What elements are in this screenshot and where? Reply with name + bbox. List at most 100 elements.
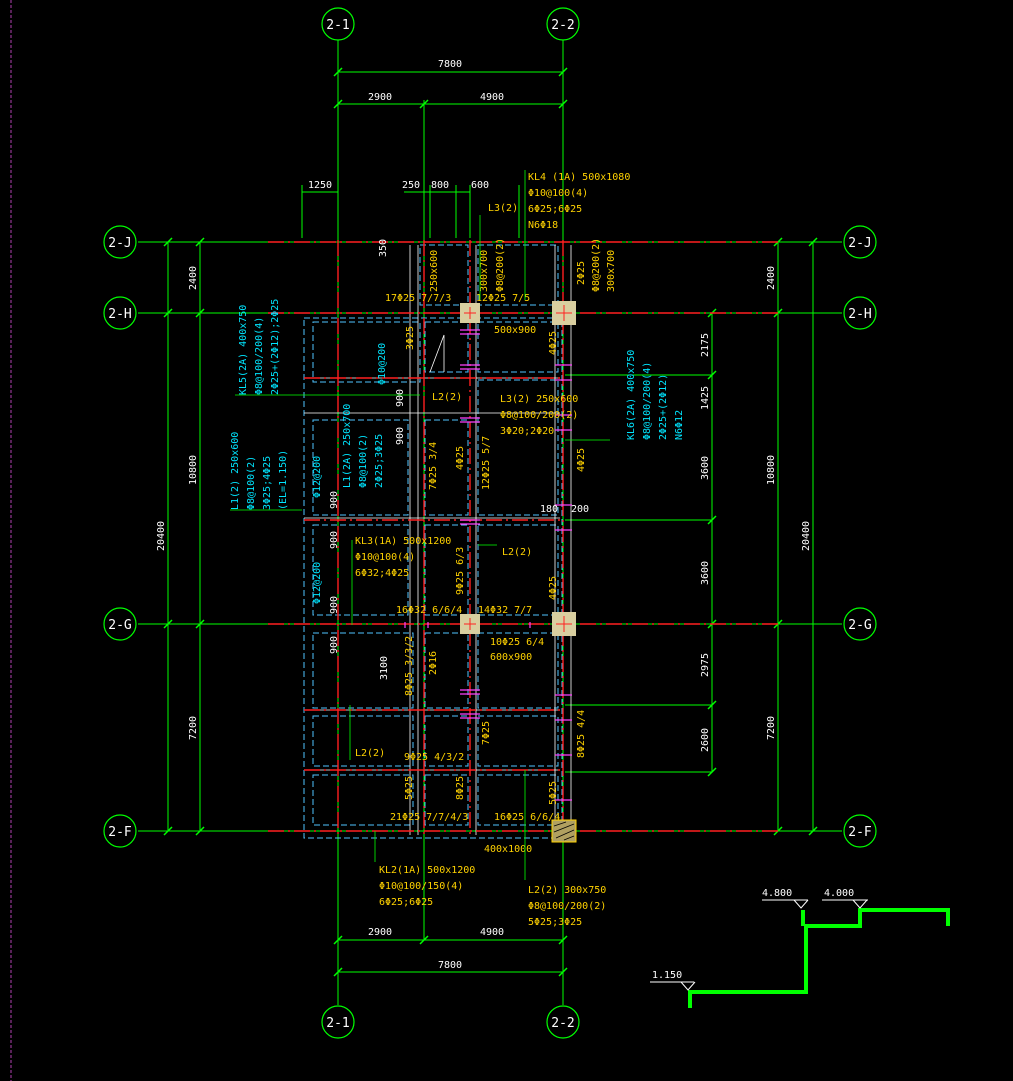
label-v-7-25: 7Φ25 3/4 (428, 442, 439, 490)
label-l1-1: L1(2) 250x600 (230, 432, 241, 510)
label-v-12-200b: Φ12@200 (312, 562, 323, 604)
leader-lines (230, 170, 610, 880)
label-kl6-1: KL6(2A) 400x750 (626, 350, 637, 440)
label-v-8-200-300: Φ8@200(2) (591, 238, 602, 292)
label-l1-2a-1: L1(2A) 250x700 (342, 404, 353, 488)
label-kl2-1: KL2(1A) 500x1200 (379, 865, 475, 876)
label-v-8-200: Φ8@200(2) (495, 238, 506, 292)
label-r9-25: 9Φ25 4/3/2 (404, 752, 464, 763)
label-v-8-25c: 8Φ25 4/4 (576, 710, 587, 758)
label-r12top: 12Φ25 7/5 (476, 293, 530, 304)
dim-bottom-left: 2900 (368, 927, 392, 938)
label-kl4-4: N6Φ18 (528, 220, 558, 231)
label-l3-top: L3(2) (488, 203, 518, 214)
beam-centerlines (268, 240, 780, 838)
label-kl3-2: Φ10@100(4) (355, 552, 415, 563)
columns (460, 301, 577, 843)
grid-label-right-g: 2-G (848, 618, 872, 633)
grid-label-right-f: 2-F (848, 825, 872, 840)
label-v-8-25b: 8Φ25 (455, 776, 466, 800)
label-r16-32: 16Φ32 6/6/4 (396, 605, 462, 616)
label-l2-bottom-2: Φ8@100/200(2) (528, 901, 606, 912)
dim-right-20400: 20400 (801, 521, 812, 551)
grid-label-right-h: 2-H (848, 307, 871, 322)
elevation-4000: 4.000 (824, 888, 854, 899)
label-v-7-25b: 7Φ25 (481, 721, 492, 745)
label-l2-a: L2(2) (432, 392, 462, 403)
dim-900-e: 900 (329, 596, 340, 614)
dim-right-10800: 10800 (766, 455, 777, 485)
dim-right-2600: 2600 (700, 728, 711, 752)
dimension-lines (167, 71, 814, 973)
label-l1-2a-2: Φ8@100(2) (358, 434, 369, 488)
beam-outlines-white (304, 245, 572, 835)
dim-top-left: 2900 (368, 92, 392, 103)
label-kl4-1: KL4 (1A) 500x1080 (528, 172, 630, 183)
label-kl3-1: KL3(1A) 500x1200 (355, 536, 451, 547)
axis-lines (138, 40, 842, 1005)
dim-left-10800: 10800 (188, 455, 199, 485)
label-kl5-1: KL5(2A) 400x750 (238, 305, 249, 395)
label-v-12-200: Φ12@200 (312, 456, 323, 498)
label-l2-c: L2(2) (355, 748, 385, 759)
label-v-4-25-a: 4Φ25 (548, 331, 559, 355)
label-kl4-2: Φ10@100(4) (528, 188, 588, 199)
dim-bottom-right: 4900 (480, 927, 504, 938)
dim-200: 200 (571, 504, 589, 515)
label-l3-mid-1: L3(2) 250x600 (500, 394, 578, 405)
label-600x900: 600x900 (490, 652, 532, 663)
label-400x1000: 400x1000 (484, 844, 532, 855)
grid-label-left-h: 2-H (108, 307, 131, 322)
label-v-4-25-d: 4Φ25 (548, 576, 559, 600)
label-l3-mid-3: 3Φ20;2Φ20 (500, 426, 554, 437)
grid-label-top-1: 2-1 (326, 18, 349, 33)
label-kl4-3: 6Φ25;6Φ25 (528, 204, 582, 215)
dim-right-7200: 7200 (766, 716, 777, 740)
label-v-9-25: 9Φ25 6/3 (455, 547, 466, 595)
dim-900-c: 900 (329, 491, 340, 509)
label-v-2-16: 2Φ16 (428, 651, 439, 675)
label-kl6-4: N6Φ12 (674, 410, 685, 440)
grid-bubbles (103, 7, 877, 1039)
dim-right-3600b: 3600 (700, 561, 711, 585)
label-r14-32: 14Φ32 7/7 (478, 605, 532, 616)
beam-outlines-dashed (303, 244, 563, 839)
grid-label-bottom-2: 2-2 (551, 1016, 574, 1031)
dim-right-3600a: 3600 (700, 456, 711, 480)
label-l2-bottom-1: L2(2) 300x750 (528, 885, 606, 896)
dim-left-7200: 7200 (188, 716, 199, 740)
label-v-4-25-b: 4Φ25 (455, 446, 466, 470)
label-kl5-2: Φ8@100/200(4) (254, 317, 265, 395)
label-r21: 21Φ25 7/7/4/3 (390, 812, 468, 823)
elevation-profile: 4.800 4.000 1.150 (650, 888, 950, 1008)
dim-900-b: 900 (395, 427, 406, 445)
label-l1-2: Φ8@100(2) (246, 456, 257, 510)
grid-label-top-2: 2-2 (551, 18, 574, 33)
label-v-300x700: 300x700 (479, 250, 490, 292)
dim-top-800: 800 (431, 180, 449, 191)
label-v-3-25: 3Φ25 (405, 326, 416, 350)
label-l2-b: L2(2) (502, 547, 532, 558)
grid-label-left-g: 2-G (108, 618, 132, 633)
dim-left-20400: 20400 (156, 521, 167, 551)
label-l3-mid-2: Φ8@100/200(2) (500, 410, 578, 421)
label-v-10-200: Φ10@200 (377, 343, 388, 385)
dim-900-a: 900 (395, 389, 406, 407)
dim-bottom-total: 7800 (438, 960, 462, 971)
label-l1-4: (EL=1.150) (278, 450, 289, 510)
label-v-250x600: 250x600 (429, 250, 440, 292)
label-r16-25: 16Φ25 6/6/4 (494, 812, 560, 823)
label-l1-3: 3Φ25;4Φ25 (262, 456, 273, 510)
label-kl2-2: Φ10@100/150(4) (379, 881, 463, 892)
dim-900-d: 900 (329, 531, 340, 549)
label-kl2-3: 6Φ25;6Φ25 (379, 897, 433, 908)
dim-900-f: 900 (329, 636, 340, 654)
dim-right-2175: 2175 (700, 333, 711, 357)
dim-3100: 3100 (379, 656, 390, 680)
label-v-4-25-c: 4Φ25 (576, 448, 587, 472)
label-v-8-25: 8Φ25 3/3/2 (404, 636, 415, 696)
dim-right-2975: 2975 (700, 653, 711, 677)
label-v-5-25b: 5Φ25 (548, 781, 559, 805)
stirrup-marks (404, 329, 572, 801)
